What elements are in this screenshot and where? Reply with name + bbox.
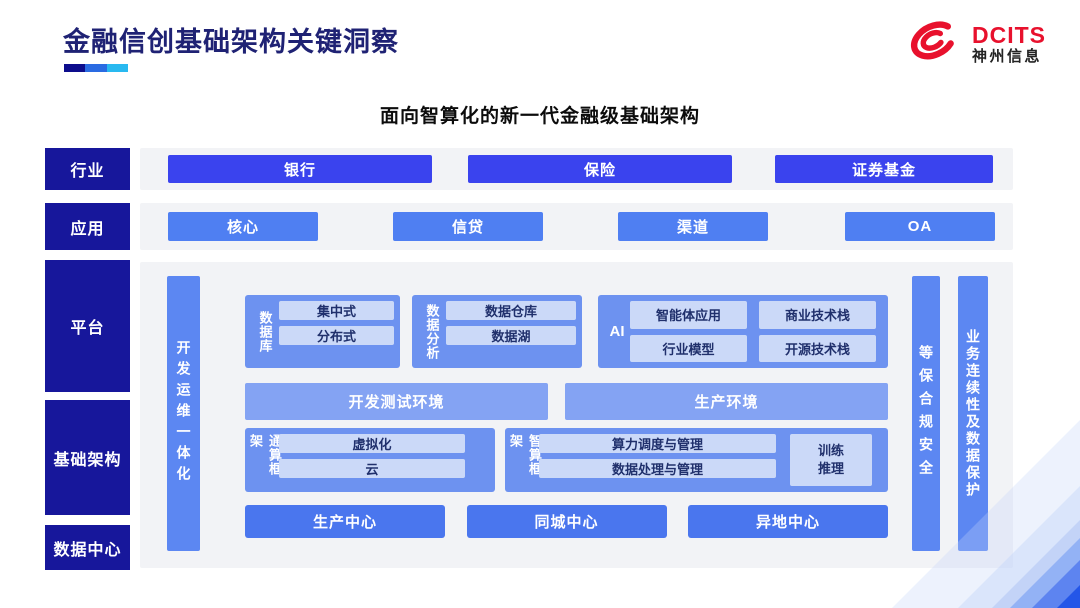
dcits-swirl-icon: [905, 16, 963, 71]
diagram-content-column: 银行 保险 证券基金 核心 信贷 渠道 OA 开发运维一体化 数据库 集中式 分…: [140, 148, 1013, 570]
production-center: 生产中心: [245, 505, 445, 538]
general-item-virtualization: 虚拟化: [279, 434, 465, 453]
devtest-environment: 开发测试环境: [245, 383, 548, 420]
devops-bar: 开发运维一体化: [167, 276, 200, 551]
platform-center: 数据库 集中式 分布式 数据分析 数据仓库 数据湖: [245, 276, 888, 551]
ai-item-commercial-stack: 商业技术栈: [759, 301, 876, 329]
ai-item-opensource-stack: 开源技术栈: [759, 334, 876, 362]
general-item-cloud: 云: [279, 459, 465, 478]
database-item-distributed: 分布式: [279, 326, 394, 345]
platform-sections-row: 数据库 集中式 分布式 数据分析 数据仓库 数据湖: [245, 295, 888, 368]
logo-brand-text: DCITS: [972, 21, 1046, 48]
general-computing-section: 通算框架 虚拟化 云: [245, 428, 495, 492]
industry-row: 银行 保险 证券基金: [140, 148, 1013, 190]
business-continuity-bar: 业务连续性及数据保护: [958, 276, 988, 551]
title-underline: [64, 64, 128, 72]
application-row: 核心 信贷 渠道 OA: [140, 203, 1013, 250]
intelligent-computing-label: 智算框架: [508, 434, 542, 476]
general-computing-label: 通算框架: [248, 434, 282, 476]
analytics-section-label: 数据分析: [424, 303, 440, 360]
security-compliance-bar: 等保合规安全: [912, 276, 940, 551]
company-logo: DCITS 神州信息: [905, 16, 1046, 71]
frameworks-row: 通算框架 虚拟化 云 智算框架 算力调度与管理 数据处理与管理 训练 推理: [245, 428, 888, 492]
datacenters-row: 生产中心 同城中心 异地中心: [245, 505, 888, 538]
page-title: 金融信创基础架构关键洞察: [63, 27, 399, 57]
architecture-diagram: 行业 应用 平台 基础架构 数据中心 银行 保险 证券基金 核心 信贷 渠道 O…: [45, 148, 1013, 570]
analytics-section: 数据分析 数据仓库 数据湖: [412, 295, 582, 368]
intelligent-item-training-inference: 训练 推理: [790, 434, 872, 486]
intelligent-item-data-management: 数据处理与管理: [539, 459, 776, 478]
analytics-item-lake: 数据湖: [446, 326, 576, 345]
diagram-title: 面向智算化的新一代金融级基础架构: [379, 106, 700, 127]
layer-label-application: 应用: [45, 203, 130, 250]
layer-label-platform: 平台: [45, 260, 130, 392]
application-item-oa: OA: [845, 212, 995, 241]
production-environment: 生产环境: [565, 383, 888, 420]
remote-center: 异地中心: [688, 505, 888, 538]
layer-label-infrastructure: 基础架构: [45, 400, 130, 515]
layer-labels-column: 行业 应用 平台 基础架构 数据中心: [45, 148, 130, 570]
database-section: 数据库 集中式 分布式: [245, 295, 400, 368]
ai-item-industry-models: 行业模型: [630, 334, 747, 362]
application-item-core: 核心: [168, 212, 318, 241]
database-section-label: 数据库: [257, 310, 273, 353]
layer-label-datacenter: 数据中心: [45, 525, 130, 570]
ai-section-label: AI: [609, 323, 625, 340]
database-item-centralized: 集中式: [279, 301, 394, 320]
logo-company-text: 神州信息: [972, 48, 1043, 66]
ai-section: AI 智能体应用 商业技术栈 行业模型 开源技术栈: [598, 295, 888, 368]
intelligent-computing-section: 智算框架 算力调度与管理 数据处理与管理 训练 推理: [505, 428, 888, 492]
application-item-channel: 渠道: [618, 212, 768, 241]
environments-row: 开发测试环境 生产环境: [245, 383, 888, 420]
intelligent-item-scheduling: 算力调度与管理: [539, 434, 776, 453]
application-item-credit: 信贷: [393, 212, 543, 241]
industry-item-securities: 证券基金: [775, 155, 993, 183]
layer-label-industry: 行业: [45, 148, 130, 190]
platform-panel: 开发运维一体化 数据库 集中式 分布式 数据分析 数据仓库: [140, 262, 1013, 568]
ai-item-agent-apps: 智能体应用: [630, 301, 747, 329]
industry-item-bank: 银行: [168, 155, 432, 183]
analytics-item-warehouse: 数据仓库: [446, 301, 576, 320]
industry-item-insurance: 保险: [468, 155, 732, 183]
samecity-center: 同城中心: [466, 505, 667, 538]
